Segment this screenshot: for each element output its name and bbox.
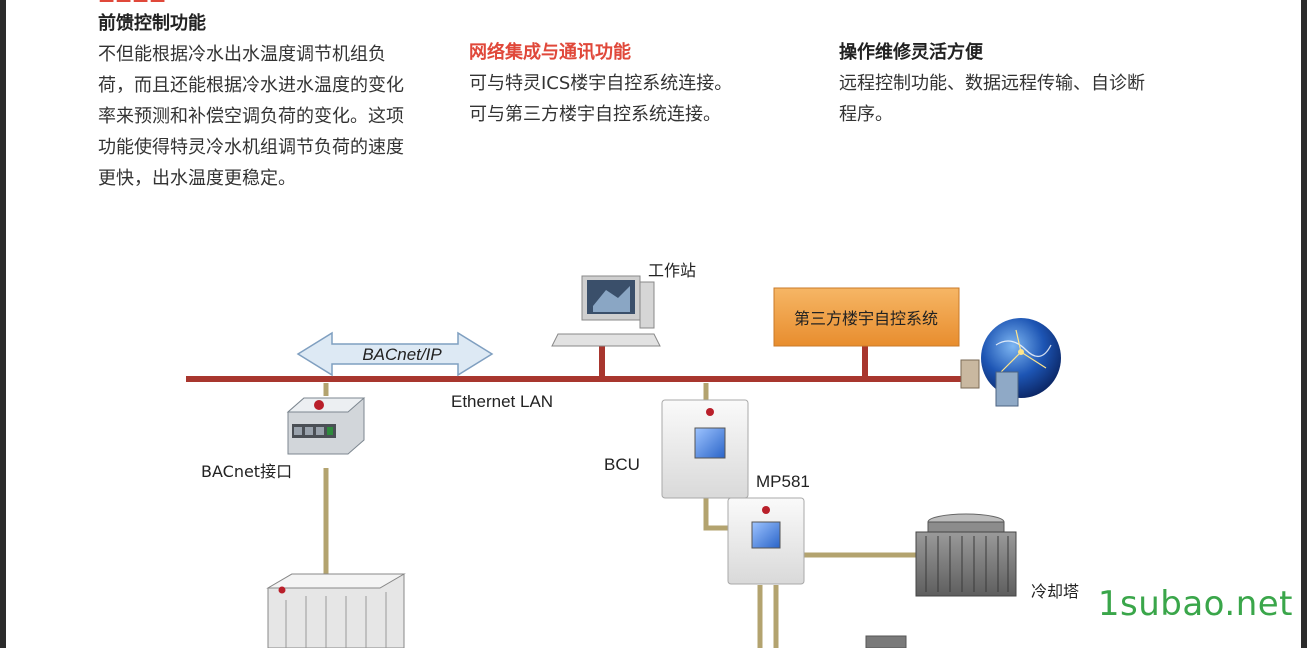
maintenance-line: 程序。 [839, 104, 893, 125]
connector-lines [323, 383, 916, 648]
mp581-device [727, 497, 805, 585]
cooling-tower [915, 513, 1017, 597]
cooling-tower-label: 冷却塔 [1031, 582, 1079, 601]
bacnet-ip-arrow: BACnet/IP [296, 331, 494, 377]
pc-tower [639, 281, 655, 329]
building-icon [960, 359, 980, 389]
tower-body [915, 531, 1017, 597]
feedforward-line: 不但能根据冷水出水温度调节机组负 [98, 44, 386, 65]
network-section: 网络集成与通讯功能 可与特灵ICS楼宇自控系统连接。 可与第三方楼宇自控系统连接… [469, 37, 789, 130]
watermark: 1subao.net [1097, 584, 1293, 624]
bcu-device [661, 399, 749, 499]
feedforward-line: 率来预测和补偿空调负荷的变化。这项 [98, 106, 404, 127]
bacnet-ip-label: BACnet/IP [362, 345, 442, 364]
maintenance-title: 操作维修灵活方便 [839, 42, 983, 63]
bacnet-gateway-device [286, 397, 366, 455]
screen-image [593, 286, 630, 312]
maintenance-section: 操作维修灵活方便 远程控制功能、数据远程传输、自诊断 程序。 [839, 37, 1199, 130]
globe-icon [960, 318, 1061, 407]
feedforward-line: 功能使得特灵冷水机组调节负荷的速度 [98, 137, 404, 158]
third-party-label: 第三方楼宇自控系统 [794, 309, 938, 328]
maintenance-line: 远程控制功能、数据远程传输、自诊断 [839, 73, 1145, 94]
network-diagram: BACnet/IP Ethernet LAN 工作站 第三方楼宇自控系统 [186, 261, 1079, 648]
ethernet-lan-label: Ethernet LAN [451, 392, 553, 411]
globe-sphere [981, 318, 1061, 398]
network-title: 网络集成与通讯功能 [469, 42, 631, 63]
workstation-label: 工作站 [648, 261, 696, 280]
building-icon [995, 371, 1019, 407]
feedforward-line: 荷，而且还能根据冷水进水温度的变化 [98, 75, 404, 96]
ethernet-bus [186, 346, 964, 382]
network-line: 可与第三方楼宇自控系统连接。 [469, 104, 721, 125]
bcu-label: BCU [604, 455, 640, 474]
double-arrow-shape [296, 331, 494, 377]
feedforward-line: 更快，出水温度更稳定。 [98, 168, 296, 189]
cropped-device [865, 635, 907, 648]
brochure-page: ■■■■ 前馈控制功能 不但能根据冷水出水温度调节机组负 荷，而且还能根据冷水进… [6, 0, 1301, 648]
feedforward-title: 前馈控制功能 [98, 13, 206, 34]
cropped-heading: ■■■■ [98, 0, 178, 2]
bacnet-interface-label: BACnet接口 [201, 462, 292, 481]
chiller-unit [266, 573, 406, 648]
mp581-display [751, 521, 781, 549]
third-party-rect [773, 287, 960, 347]
keyboard [551, 333, 661, 347]
third-party-box: 第三方楼宇自控系统 [773, 287, 960, 347]
workstation-computer [551, 275, 661, 347]
feedforward-section: 前馈控制功能 不但能根据冷水出水温度调节机组负 荷，而且还能根据冷水进水温度的变… [98, 8, 448, 194]
bcu-display [694, 427, 726, 459]
network-line: 可与特灵ICS楼宇自控系统连接。 [469, 73, 733, 94]
connector-line [703, 498, 728, 531]
mp581-label: MP581 [756, 472, 810, 491]
